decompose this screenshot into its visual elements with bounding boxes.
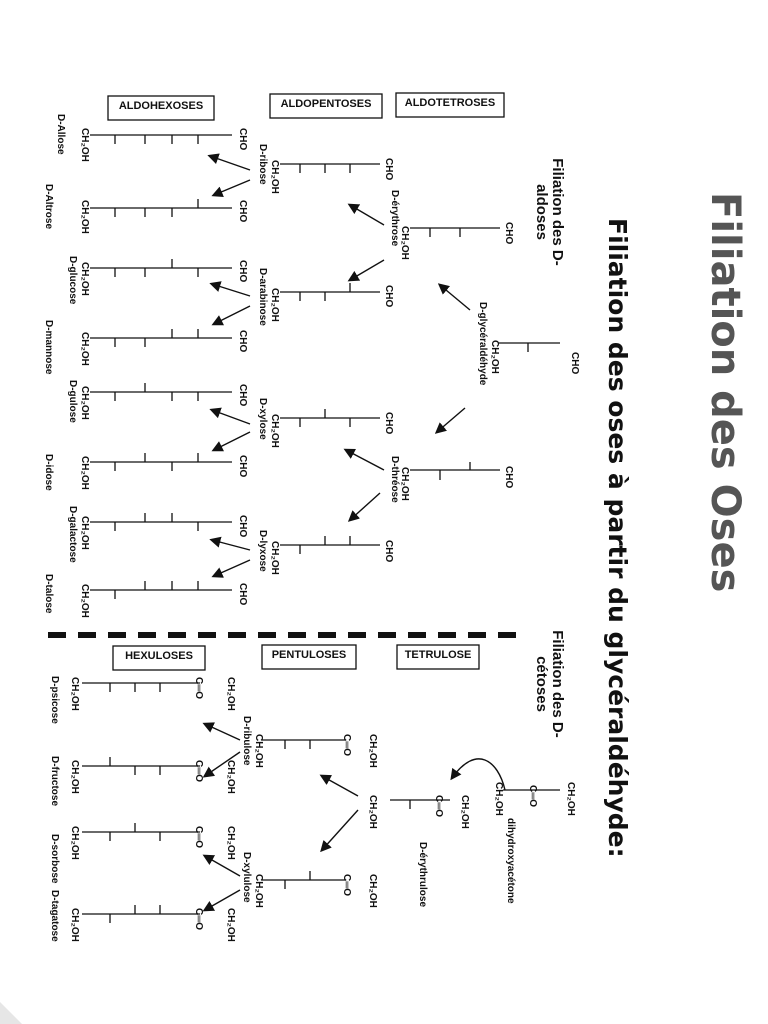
label-altrose: D-Altrose bbox=[43, 184, 54, 229]
label-threose: D-thréose bbox=[389, 456, 400, 503]
label-gulose: D-gulose bbox=[67, 380, 78, 423]
ch2oh-tagatose-top: CH₂OH bbox=[225, 908, 236, 942]
ch2oh-psicose-top: CH₂OH bbox=[225, 677, 236, 711]
co-sorbose: C═O bbox=[193, 826, 204, 848]
label-psicose: D-psicose bbox=[49, 676, 60, 724]
label-galactose: D-galactose bbox=[67, 506, 78, 563]
ch2oh-gulose: CH₂OH bbox=[79, 386, 90, 420]
label-xylose: D-xylose bbox=[257, 398, 268, 440]
cho-idose: CHO bbox=[237, 455, 248, 477]
label-idose: D-idose bbox=[43, 454, 54, 491]
ch2oh-galactose: CH₂OH bbox=[79, 516, 90, 550]
ch2oh-mannose: CH₂OH bbox=[79, 332, 90, 366]
ch2oh-ribulose-top: CH₂OH bbox=[367, 734, 378, 768]
ch2oh-erythrulose-top: CH₂OH bbox=[459, 795, 470, 829]
cho-glyceraldehyde: CHO bbox=[569, 352, 580, 374]
label-allose: D-Allose bbox=[55, 114, 66, 155]
label-ribose: D-ribose bbox=[257, 144, 268, 185]
cho-gulose: CHO bbox=[237, 384, 248, 406]
label-sorbose: D-sorbose bbox=[49, 834, 60, 884]
cho-mannose: CHO bbox=[237, 330, 248, 352]
co-fructose: C═O bbox=[193, 760, 204, 782]
cho-altrose: CHO bbox=[237, 200, 248, 222]
ch2oh-xylulose-top: CH₂OH bbox=[367, 874, 378, 908]
ch2oh-sorbose: CH₂OH bbox=[69, 826, 80, 860]
ch2oh-tagatose: CH₂OH bbox=[69, 908, 80, 942]
ch2oh-lyxose: CH₂OH bbox=[269, 541, 280, 575]
cho-galactose: CHO bbox=[237, 515, 248, 537]
ch2oh-psicose: CH₂OH bbox=[69, 677, 80, 711]
cho-ribose: CHO bbox=[383, 158, 394, 180]
ch2oh-fructose-top: CH₂OH bbox=[225, 760, 236, 794]
box-aldopentoses bbox=[269, 93, 383, 119]
label-erythrose: D-érythrose bbox=[389, 190, 400, 247]
cho-erythrose: CHO bbox=[503, 222, 514, 244]
label-fructose: D-fructose bbox=[49, 756, 60, 806]
label-lyxose: D-lyxose bbox=[257, 530, 268, 572]
cho-threose: CHO bbox=[503, 466, 514, 488]
label-glucose: D-glucose bbox=[67, 256, 78, 305]
ch2oh-allose: CH₂OH bbox=[79, 128, 90, 162]
group-aldotetroses: ALDOTETROSES bbox=[404, 97, 496, 109]
label-talose: D-talose bbox=[43, 574, 54, 614]
label-glyceraldehyde: D-glycéraldéhyde bbox=[477, 302, 488, 386]
co-erythrulose: C═O bbox=[433, 795, 444, 817]
label-tagatose: D-tagatose bbox=[49, 890, 60, 942]
group-pentuloses: PENTULOSES bbox=[271, 649, 347, 661]
label-erythrulose: D-érythrulose bbox=[417, 842, 428, 907]
ch2oh-idose: CH₂OH bbox=[79, 456, 90, 490]
box-hexuloses bbox=[112, 645, 206, 671]
ch2oh-altrose: CH₂OH bbox=[79, 200, 90, 234]
cho-xylose: CHO bbox=[383, 412, 394, 434]
cho-glucose: CHO bbox=[237, 260, 248, 282]
box-aldohexoses bbox=[107, 95, 215, 121]
box-pentuloses bbox=[261, 644, 357, 670]
ch2oh-erythrulose-bottom: CH₂OH bbox=[367, 795, 378, 829]
ch2oh-glyceraldehyde: CH₂OH bbox=[489, 340, 500, 374]
group-tetrulose: TETRULOSE bbox=[404, 649, 472, 661]
ch2oh-fructose: CH₂OH bbox=[69, 760, 80, 794]
box-tetrulose bbox=[396, 644, 480, 670]
label-xylulose: D-xylulose bbox=[241, 852, 252, 903]
group-aldopentoses: ALDOPENTOSES bbox=[280, 98, 372, 110]
cho-talose: CHO bbox=[237, 583, 248, 605]
co-ribulose: C═O bbox=[341, 734, 352, 756]
ch2oh-ribulose-bottom: CH₂OH bbox=[253, 734, 264, 768]
ch2oh-ribose: CH₂OH bbox=[269, 160, 280, 194]
co-tagatose: C═O bbox=[193, 908, 204, 930]
ch2oh-arabinose: CH₂OH bbox=[269, 288, 280, 322]
cho-lyxose: CHO bbox=[383, 540, 394, 562]
label-dihydroxyacetone: dihydroxyacétone bbox=[505, 818, 516, 904]
ch2oh-xylose: CH₂OH bbox=[269, 414, 280, 448]
cho-allose: CHO bbox=[237, 128, 248, 150]
box-aldotetroses bbox=[395, 92, 505, 118]
label-ribulose: D-ribulose bbox=[241, 716, 252, 766]
cho-arabinose: CHO bbox=[383, 285, 394, 307]
ch2oh-dha-top: CH₂OH bbox=[565, 782, 576, 816]
ch2oh-sorbose-top: CH₂OH bbox=[225, 826, 236, 860]
ch2oh-xylulose-bottom: CH₂OH bbox=[253, 874, 264, 908]
co-psicose: C═O bbox=[193, 677, 204, 699]
ch2oh-threose: CH₂OH bbox=[399, 467, 410, 501]
group-hexuloses: HEXULOSES bbox=[125, 650, 193, 662]
ch2oh-glucose: CH₂OH bbox=[79, 262, 90, 296]
co-dha: C═O bbox=[527, 785, 538, 807]
ch2oh-erythrose: CH₂OH bbox=[399, 226, 410, 260]
ch2oh-dha-bottom: CH₂OH bbox=[493, 782, 504, 816]
ch2oh-talose: CH₂OH bbox=[79, 584, 90, 618]
label-arabinose: D-arabinose bbox=[257, 268, 268, 326]
label-mannose: D-mannose bbox=[43, 320, 54, 375]
co-xylulose: C═O bbox=[341, 874, 352, 896]
group-aldohexoses: ALDOHEXOSES bbox=[118, 100, 204, 112]
